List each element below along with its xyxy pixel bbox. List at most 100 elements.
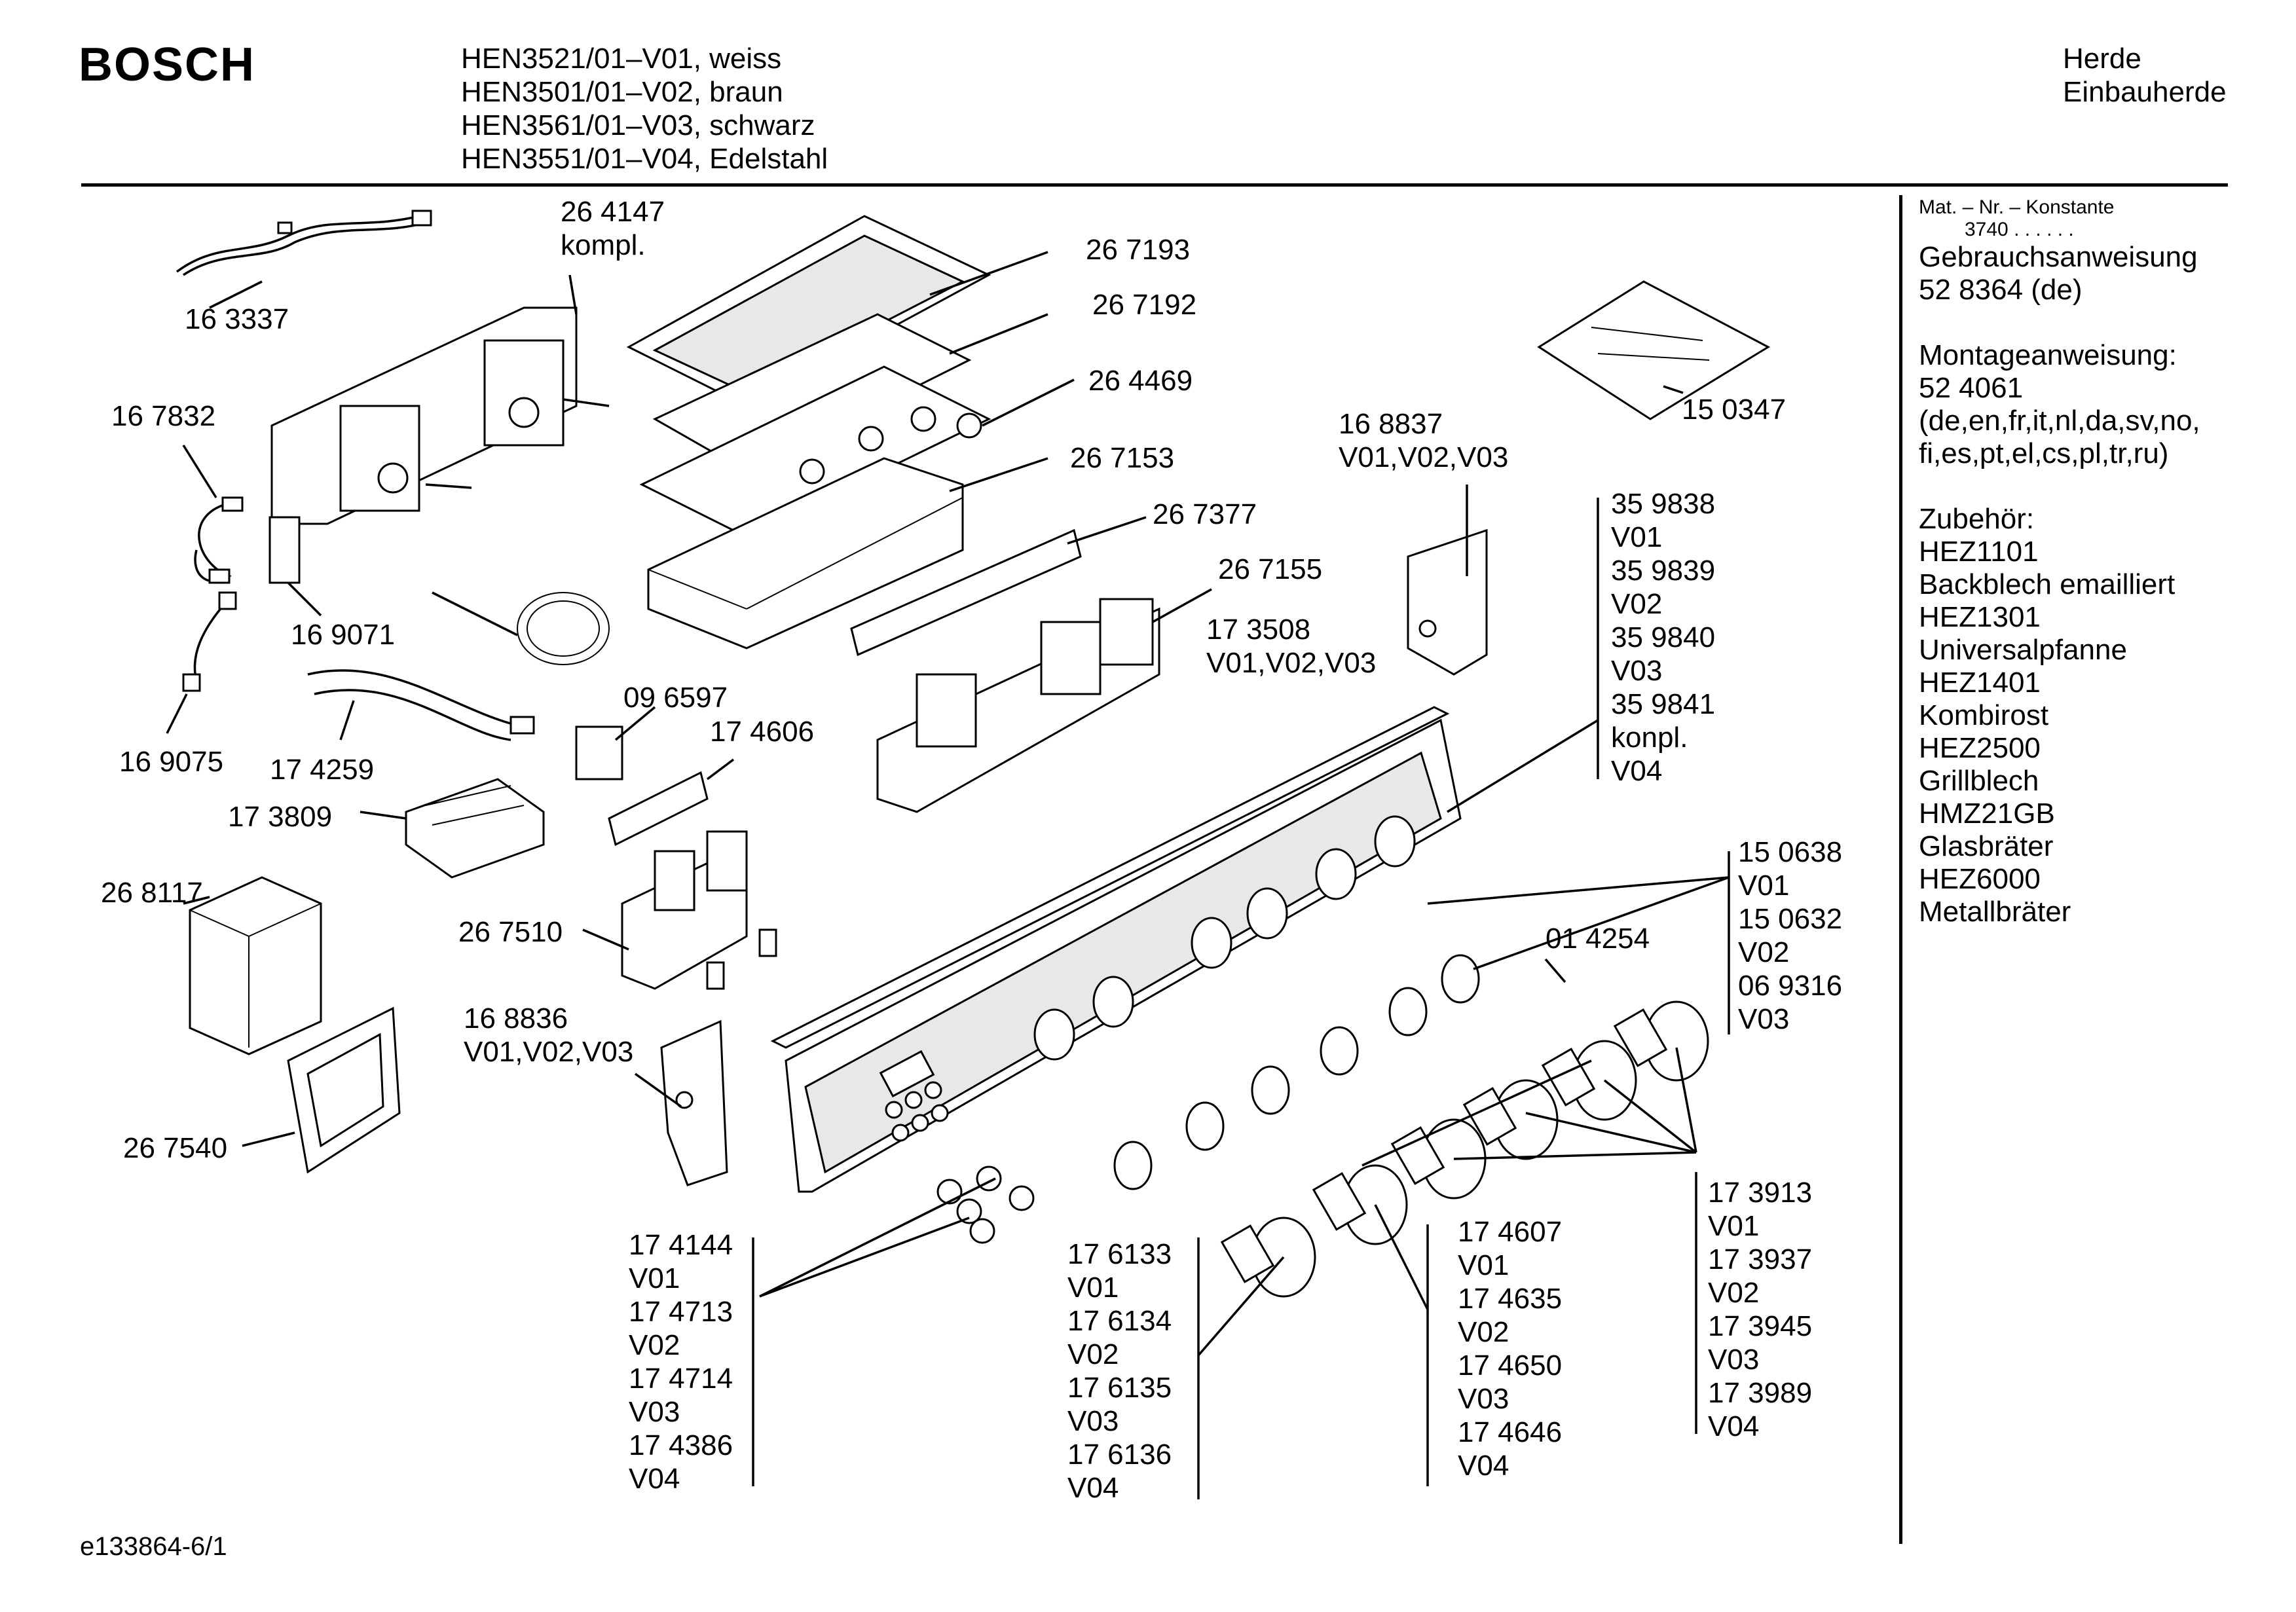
sidebar-line: Universalpfanne [1919,634,2127,666]
part-label: 16 9075 [119,746,224,778]
part-number: 26 4147 [561,196,665,228]
part-variant: V03 [1067,1405,1119,1437]
part-number: 17 6134 [1067,1305,1172,1337]
part-variant: V01 [1708,1210,1760,1242]
sidebar-line: Kombirost [1919,699,2049,731]
small-knobs [759,1165,1035,1298]
sidebar-line: HMZ21GB [1919,797,2055,830]
sidebar-line: HEZ1401 [1919,667,2041,699]
sidebar-line: HEZ6000 [1919,863,2041,895]
part-variant: V02 [1611,588,1663,620]
label-brackets [752,498,1730,1499]
part-variant: V02 [1067,1338,1119,1370]
part-number: 35 9840 [1611,621,1716,653]
housing-268117 [183,876,322,1055]
part-label: 16 8837 V01,V02,V03 [1339,407,1508,474]
part-label-group: 17 4607 V01 17 4635 V02 17 4650 V03 17 4… [1458,1215,1562,1482]
model-line: HEN3521/01–V01, weiss [461,43,782,75]
frame-267540 [242,1006,401,1174]
part-label: 26 8117 [101,877,203,909]
part-number: 17 6136 [1067,1438,1172,1471]
knob-rings [1113,876,1730,1190]
part-label: 16 3337 [185,303,289,335]
part-variant: V03 [1458,1383,1509,1415]
wire-167832 [182,445,244,584]
part-variant: V04 [629,1463,680,1495]
thermostat-096597 [432,591,656,780]
model-line: HEN3501/01–V02, braun [461,76,783,108]
category-line: Einbauherde [2063,76,2227,108]
part-variant: V04 [1611,755,1663,787]
sidebar-line: Metallbräter [1919,896,2071,928]
part-label: 26 7155 [1218,553,1323,585]
part-number: 16 8836 [464,1002,568,1035]
sidebar-line: HEZ2500 [1919,732,2041,764]
switch-module-267155 [876,588,1212,813]
part-number: 17 4650 [1458,1349,1563,1382]
bracket-168836 [634,1019,728,1186]
wire-174259 [307,669,535,741]
part-note: V01,V02,V03 [464,1036,634,1068]
model-line: HEN3561/01–V03, schwarz [461,109,815,141]
switch-174606 [582,758,777,990]
part-label: 16 7832 [111,400,216,432]
part-number: 17 4646 [1458,1416,1563,1448]
part-number: 17 4144 [629,1229,733,1261]
sidebar-notes: Mat. – Nr. – Konstante 3740 . . . . . . … [1919,196,2200,928]
part-number: 17 3989 [1708,1377,1813,1409]
sidebar-line: HEZ1101 [1919,536,2039,568]
sidebar-line: Grillblech [1919,765,2039,797]
part-label: 26 7540 [123,1132,228,1164]
part-number: 17 3913 [1708,1177,1813,1209]
part-number: 17 4386 [629,1429,733,1461]
part-number: 17 6135 [1067,1372,1172,1404]
part-variant: V04 [1458,1450,1509,1482]
part-note: V01,V02,V03 [1339,441,1509,473]
part-label: 26 7377 [1153,498,1257,530]
part-label: 16 8836 V01,V02,V03 [464,1002,633,1069]
part-variant: V01 [1611,521,1663,553]
sidebar-line: fi,es,pt,el,cs,pl,tr,ru) [1919,437,2169,469]
part-label: 26 4469 [1088,365,1193,397]
board-stack [639,313,1075,650]
mat-label: Mat. – Nr. – Konstante [1919,196,2115,218]
sidebar-line: (de,en,fr,it,nl,da,sv,no, [1919,405,2200,437]
part-number: 17 4713 [629,1296,733,1328]
control-panel [770,706,1599,1193]
part-label: 17 4606 [710,716,815,748]
brand-logo: BOSCH [79,39,256,91]
part-variant: V03 [1738,1003,1790,1035]
connector-169071 [268,516,322,617]
part-number: 17 4714 [629,1363,733,1395]
bracket-168837 [1407,485,1488,676]
part-variant: V03 [1611,655,1663,687]
knobs [1197,1000,1709,1357]
part-label-group: 17 3913 V01 17 3937 V02 17 3945 V03 17 3… [1708,1176,1812,1443]
wire-169075 [166,591,237,734]
part-variant: V02 [1458,1316,1509,1348]
sidebar-line: Zubehör: [1919,503,2035,535]
part-label: 26 4147 kompl. [561,195,665,262]
part-number: 17 3937 [1708,1243,1813,1275]
category-list: Herde Einbauherde [2063,42,2227,109]
part-number: 17 3508 [1206,614,1311,646]
part-label: 26 7192 [1092,289,1197,321]
sidebar-line: Backblech emailliert [1919,568,2176,600]
part-number: 35 9839 [1611,555,1716,587]
control-module-264147 [270,274,610,525]
part-number: 35 9838 [1611,488,1716,520]
part-note: konpl. [1611,722,1688,754]
part-note: kompl. [561,229,646,261]
part-number: 06 9316 [1738,970,1843,1002]
part-label: 16 9071 [291,619,396,651]
part-label: 09 6597 [623,682,728,714]
model-list: HEN3521/01–V01, weiss HEN3501/01–V02, br… [461,42,828,175]
part-variant: V01 [629,1262,680,1294]
strip-267377 [850,516,1147,657]
part-number: 15 0638 [1738,836,1843,868]
part-label-group: 15 0638 V01 15 0632 V02 06 9316 V03 [1738,835,1842,1036]
sidebar-line: Glasbräter [1919,830,2054,862]
part-label: 26 7510 [458,916,563,948]
part-label: 26 7153 [1070,442,1175,474]
